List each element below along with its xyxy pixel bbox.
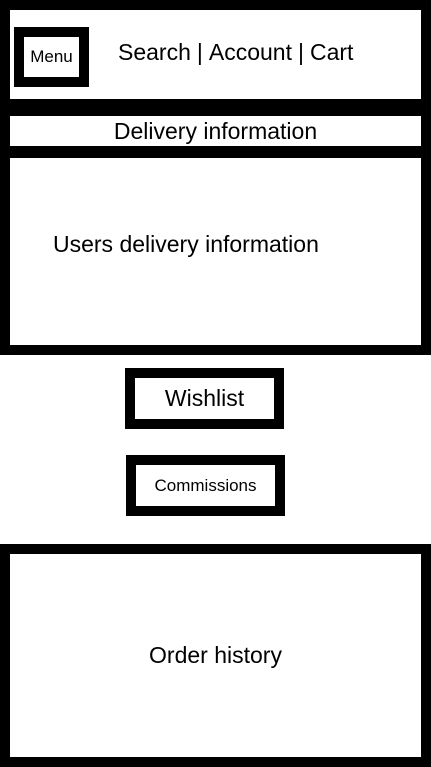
- cart-link[interactable]: Cart: [309, 39, 354, 65]
- delivery-information-text: Users delivery information: [53, 231, 319, 257]
- search-link[interactable]: Search: [118, 39, 191, 65]
- delivery-information-panel: Users delivery information: [0, 148, 431, 355]
- wishlist-button[interactable]: Wishlist: [125, 368, 284, 429]
- order-history-title: Order history: [149, 642, 282, 668]
- account-link[interactable]: Account: [208, 39, 292, 65]
- commissions-button[interactable]: Commissions: [126, 455, 285, 516]
- nav-separator: |: [297, 39, 304, 65]
- nav-separator: |: [196, 39, 203, 65]
- menu-button[interactable]: Menu: [14, 27, 89, 87]
- header-nav: Search|Account|Cart: [118, 37, 353, 67]
- order-history-panel: Order history: [0, 544, 431, 767]
